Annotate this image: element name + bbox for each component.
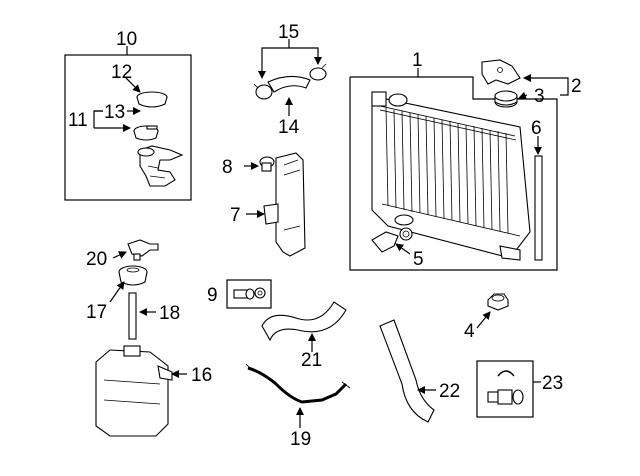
fan-shroud-part [263, 152, 306, 257]
callout-10: 10 [116, 29, 137, 50]
lower-radiator-hose-part [379, 319, 435, 423]
callout-18: 18 [159, 303, 180, 324]
bypass-pipe-part [247, 366, 348, 404]
radiator-part [371, 91, 531, 261]
reservoir-vent-part [127, 239, 159, 261]
small-hose-part [253, 63, 327, 100]
callout-21: 21 [301, 350, 322, 371]
callout-14: 14 [278, 117, 300, 138]
clip-part [259, 156, 275, 172]
upper-radiator-hose-part [261, 301, 347, 342]
callout-7: 7 [230, 205, 241, 226]
lower-mount-part [487, 293, 509, 311]
leader-lines [93, 39, 569, 428]
callout-23: 23 [542, 373, 563, 394]
callout-17: 17 [86, 302, 107, 323]
callout-3: 3 [534, 86, 545, 107]
callout-19: 19 [290, 429, 311, 450]
callout-12: 12 [111, 62, 132, 83]
drain-plug-part [233, 287, 266, 300]
callout-20: 20 [86, 249, 107, 270]
callout-6: 6 [531, 118, 542, 139]
cushion-part [494, 90, 518, 108]
reservoir-cap-small-part [118, 265, 148, 286]
callout-1: 1 [412, 50, 423, 71]
callout-5: 5 [413, 249, 424, 270]
callout-11: 11 [68, 110, 88, 131]
callout-2: 2 [571, 76, 582, 97]
callout-16: 16 [191, 365, 212, 386]
hose-connector-part [487, 370, 524, 405]
radiator-group-box [349, 76, 558, 271]
callout-4: 4 [464, 321, 475, 342]
filler-neck-part [137, 145, 184, 187]
overflow-tube-part [128, 292, 137, 340]
upper-bracket-part [481, 59, 521, 85]
callout-13: 13 [104, 102, 125, 123]
bypass-pipe-ends [245, 363, 351, 389]
callout-22: 22 [439, 381, 460, 402]
callout-8: 8 [222, 157, 233, 178]
reservoir-cap-group-box [64, 54, 192, 201]
drain-cock-part [371, 227, 413, 253]
connector-kit-box [476, 360, 534, 418]
callout-15: 15 [278, 22, 299, 43]
callout-9: 9 [207, 285, 218, 306]
seal-strip-part [534, 155, 543, 261]
drain-plug-box [226, 279, 272, 309]
callout-labels: 10 12 13 11 15 14 8 7 1 2 3 6 5 9 4 20 1… [68, 22, 582, 450]
reservoir-tank-part [95, 345, 173, 437]
reservoir-cap-part [133, 91, 168, 141]
